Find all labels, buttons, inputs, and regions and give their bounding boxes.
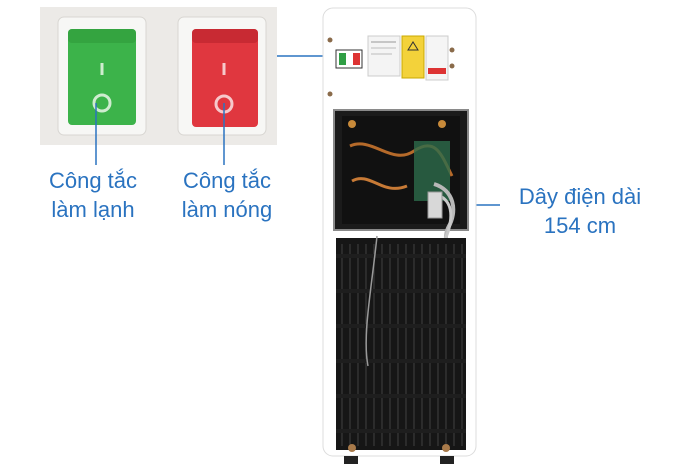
cooling-switch-label-line2: làm lạnh xyxy=(51,197,135,222)
power-plug xyxy=(427,191,443,219)
spec-label xyxy=(367,35,401,77)
power-cord-label: Dây điện dài 154 cm xyxy=(500,182,660,240)
heating-switch-label-line2: làm nóng xyxy=(181,197,273,222)
cooling-off-symbol xyxy=(92,93,112,113)
heating-rocker-switch xyxy=(192,29,258,127)
warning-label-icon xyxy=(401,35,425,79)
foot-left xyxy=(344,456,358,464)
foot-right xyxy=(440,456,454,464)
power-cord-label-line2: 154 cm xyxy=(543,213,617,238)
cooling-rocker-switch xyxy=(68,29,136,125)
heating-switch-label: Công tắc làm nóng xyxy=(168,166,286,224)
switch-panel-graphic xyxy=(57,16,267,136)
switch-panel-closeup xyxy=(40,7,277,145)
cooling-switch-label-line1: Công tắc xyxy=(48,168,138,193)
water-dispenser-rear-view xyxy=(322,7,477,464)
cooling-switch-label: Công tắc làm lạnh xyxy=(33,166,153,224)
heating-switch-label-line1: Công tắc xyxy=(182,168,272,193)
power-cord-label-line1: Dây điện dài xyxy=(518,184,642,209)
